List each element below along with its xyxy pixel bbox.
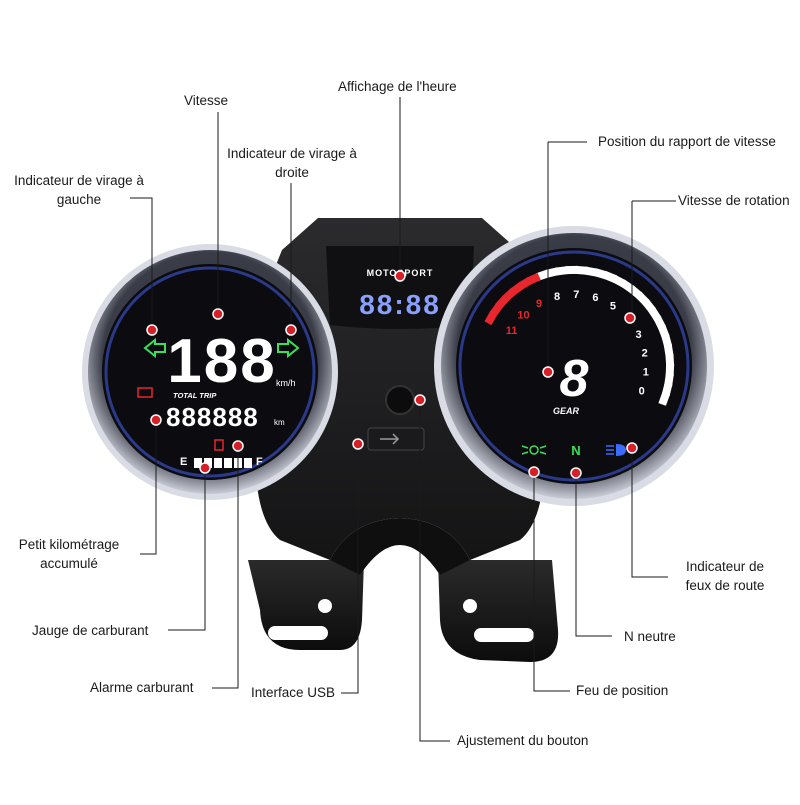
gear-caption: GEAR xyxy=(553,406,580,416)
left-turn-arrow-icon xyxy=(143,337,166,359)
callout-dot-gear xyxy=(542,366,554,378)
fuel-empty-letter: E xyxy=(180,456,187,468)
right-turn-arrow-icon xyxy=(277,337,300,359)
rpm-scale-number: 2 xyxy=(642,347,648,359)
callout-dot-clock xyxy=(394,270,406,282)
adjust-button[interactable] xyxy=(385,385,415,415)
label-gear-position: Position du rapport de vitesse xyxy=(598,134,776,149)
position-light-icon xyxy=(521,445,547,455)
label-trip: Petit kilométrage accumulé xyxy=(6,535,132,573)
fuel-pump-icon xyxy=(214,439,224,451)
rpm-scale-number: 8 xyxy=(554,291,560,303)
rpm-segment xyxy=(584,266,598,277)
rpm-segment xyxy=(555,266,569,276)
rpm-segment xyxy=(664,373,674,387)
rpm-scale-number: 0 xyxy=(639,386,645,398)
rpm-segment xyxy=(665,363,675,377)
label-button-adjust: Ajustement du bouton xyxy=(457,733,589,748)
label-turn-right-line2: droite xyxy=(275,165,309,180)
label-trip-line1: Petit kilométrage xyxy=(18,537,120,552)
rpm-segment xyxy=(575,265,588,275)
label-turn-left: Indicateur de virage à gauche xyxy=(8,171,150,209)
rpm-segment xyxy=(665,353,675,367)
label-position-light: Feu de position xyxy=(576,683,669,698)
fuel-segment xyxy=(244,458,252,468)
rpm-scale-number: 9 xyxy=(536,298,542,310)
rpm-scale-number: 5 xyxy=(610,300,616,312)
fuel-segment xyxy=(214,458,222,468)
callout-lines xyxy=(130,97,676,742)
rpm-scale-number: 7 xyxy=(573,289,579,301)
label-turn-right: Indicateur de virage à droite xyxy=(222,144,362,182)
neutral-letter: N xyxy=(571,443,580,458)
speedometer-gauge xyxy=(82,244,338,500)
callout-dot-button xyxy=(414,394,426,406)
fuel-segment xyxy=(224,458,232,468)
odometer-unit: km xyxy=(274,418,285,427)
clock-readout: 88:88 xyxy=(359,289,441,320)
label-speed: Vitesse xyxy=(184,93,229,108)
label-turn-left-line1: Indicateur de virage à xyxy=(14,173,144,188)
callout-dot-speed xyxy=(212,308,224,320)
callout-dot-rpm xyxy=(624,312,636,324)
odometer-readout: 888888 xyxy=(166,402,259,432)
label-neutral: N neutre xyxy=(624,629,676,644)
battery-icon xyxy=(137,387,153,398)
label-high-beam: Indicateur de feux de route xyxy=(672,557,778,595)
label-clock-display: Affichage de l'heure xyxy=(338,79,457,94)
fuel-segment xyxy=(194,458,202,468)
rpm-segment xyxy=(484,310,498,326)
callout-dot-usb xyxy=(352,438,364,450)
rpm-segment xyxy=(661,382,673,397)
high-beam-icon xyxy=(606,444,626,456)
callout-dot-neutral xyxy=(570,467,582,479)
label-high-beam-line1: Indicateur de xyxy=(685,559,765,574)
callout-dot-fuel-gauge xyxy=(199,462,211,474)
callout-dot-high-beam xyxy=(626,442,638,454)
callout-dot-turn-left xyxy=(146,324,158,336)
usb-icon xyxy=(380,433,400,445)
rpm-scale-number: 11 xyxy=(506,325,518,337)
label-usb: Interface USB xyxy=(251,685,336,700)
mounting-bracket xyxy=(248,560,559,662)
callout-dot-turn-right xyxy=(285,324,297,336)
gear-readout: 8 xyxy=(560,350,589,408)
label-turn-left-line2: gauche xyxy=(56,192,102,207)
rpm-scale-number: 10 xyxy=(517,310,529,322)
fuel-full-letter: F xyxy=(256,456,263,468)
callout-dot-position-light xyxy=(528,466,540,478)
speed-unit: km/h xyxy=(276,378,296,388)
label-trip-line2: accumulé xyxy=(40,556,98,571)
label-rpm: Vitesse de rotation xyxy=(678,193,790,208)
callout-dots xyxy=(146,270,638,479)
rpm-scale-number: 6 xyxy=(592,292,598,304)
label-fuel-gauge: Jauge de carburant xyxy=(32,623,149,638)
label-fuel-alarm: Alarme carburant xyxy=(90,680,194,695)
fuel-segment xyxy=(204,458,212,468)
callout-dot-trip xyxy=(150,414,162,426)
label-turn-right-line1: Indicateur de virage à xyxy=(227,146,357,161)
rpm-scale-numbers: 01234567891011 xyxy=(506,289,649,398)
trip-caption: TOTAL TRIP xyxy=(173,391,217,400)
rpm-scale-number: 3 xyxy=(635,329,641,341)
rpm-scale-number: 1 xyxy=(643,367,649,379)
label-high-beam-line2: feux de route xyxy=(685,578,765,593)
rpm-segment xyxy=(565,265,578,275)
callout-dot-fuel-alarm xyxy=(232,440,244,452)
speed-readout: 188 xyxy=(167,327,276,396)
